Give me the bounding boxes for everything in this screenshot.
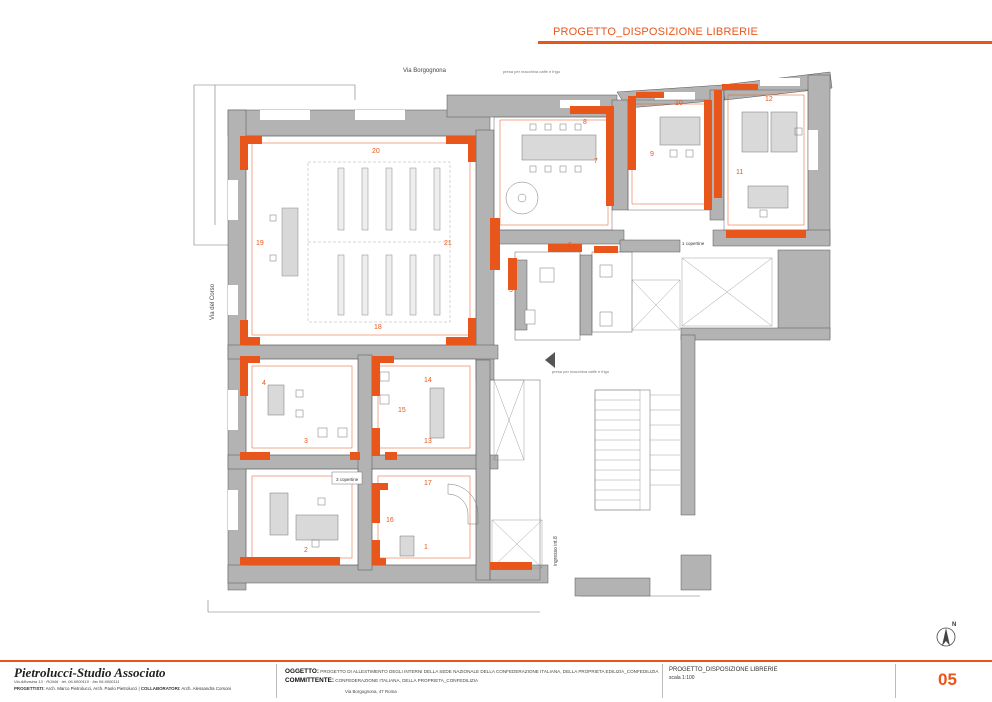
- collaboratori-names: Arch. Alessandra Corsoni: [181, 686, 231, 691]
- shelf-number-13: 13: [424, 438, 432, 445]
- conference-seating: [281, 167, 441, 316]
- entrance-label: ingresso int.8: [553, 536, 559, 566]
- committente-line: COMMITTENTE: CONFEDERAZIONE ITALIANA, DE…: [285, 677, 478, 684]
- street-label-top: Via Borgognona: [403, 68, 447, 74]
- shelf-number-10: 10: [675, 100, 683, 107]
- north-arrow-icon: N: [936, 622, 956, 647]
- tables: [267, 111, 798, 557]
- cabinet-label-mid: 3 copertine: [336, 477, 359, 482]
- void-crosses: [491, 257, 773, 569]
- shelf-number-19: 19: [256, 240, 264, 247]
- title-block-rule: [0, 660, 992, 662]
- shelf-number-20: 20: [372, 148, 380, 155]
- sheet-title-rule: [538, 41, 992, 44]
- shelf-number-15: 15: [398, 407, 406, 414]
- progettisti-names: Arch. Marco Pietrolucci, Arch. Paolo Pie…: [45, 686, 138, 691]
- floor-plan: N Via Borgognona Via del Corso presa per…: [193, 68, 956, 647]
- shelf-number-5: 5: [509, 287, 513, 294]
- shelf-number-2: 2: [304, 547, 308, 554]
- north-label: N: [952, 622, 956, 628]
- chairs: [269, 123, 803, 548]
- bookshelves: [240, 84, 806, 570]
- plan-text: Via Borgognona Via del Corso presa per m…: [210, 68, 705, 566]
- shelf-number-17: 17: [424, 480, 432, 487]
- drawing-title: PROGETTO_DISPOSIZIONE LIBRERIE: [669, 667, 778, 673]
- shelf-number-9: 9: [650, 151, 654, 158]
- entrance-arrow: [545, 352, 555, 368]
- studio-name: Pietrolucci-Studio Associato: [14, 665, 166, 680]
- spiral-stair: [447, 181, 539, 525]
- oggetto-text: PROGETTO DI ALLESTIMENTO DEGLI INTERNI D…: [320, 669, 659, 674]
- openings: [228, 78, 818, 530]
- shelf-number-12: 12: [765, 96, 773, 103]
- note-coffee-top: presa per macchina caffe e frigo: [503, 69, 561, 74]
- sheet-title: PROGETTO_DISPOSIZIONE LIBRERIE: [553, 26, 759, 38]
- progettisti-label: PROGETTISTI:: [14, 686, 45, 691]
- divider: [662, 664, 663, 698]
- shelf-number-1: 1: [424, 544, 428, 551]
- note-coffee-mid: presa per macchina caffe e frigo: [552, 369, 610, 374]
- shelf-number-14: 14: [424, 377, 432, 384]
- conference-dashed-area: [307, 161, 451, 323]
- shelf-number-18: 18: [374, 324, 382, 331]
- shelf-number-8: 8: [583, 119, 587, 126]
- committente-text: CONFEDERAZIONE ITALIANA, DELLA PROPRIETA…: [335, 678, 479, 683]
- divider: [895, 664, 896, 698]
- title-block: Pietrolucci-Studio Associato Via Alfonsi…: [0, 660, 992, 702]
- shelf-number-6: 6: [568, 242, 572, 249]
- oggetto-label: OGGETTO:: [285, 668, 319, 675]
- shelf-number-16: 16: [386, 517, 394, 524]
- collaboratori-label: COLLABORATORI:: [140, 686, 181, 691]
- page-number: 05: [938, 670, 957, 689]
- credits-line: PROGETTISTI: Arch. Marco Pietrolucci, Ar…: [14, 686, 231, 691]
- main-stair: [594, 389, 680, 511]
- studio-address: Via Alfonsina 13 · ROMA · tel. 06.600011…: [14, 679, 120, 684]
- context-lines: [193, 84, 700, 613]
- bathroom-fixtures: [524, 264, 613, 327]
- shelf-number-21: 21: [444, 240, 452, 247]
- site-address: Via Borgognona, 47 Roma: [345, 689, 397, 694]
- cabinet-label-top: 1 copertine: [682, 241, 705, 246]
- oggetto-line: OGGETTO: PROGETTO DI ALLESTIMENTO DEGLI …: [285, 668, 658, 675]
- shelf-number-7: 7: [594, 158, 598, 165]
- shelf-number-3: 3: [304, 438, 308, 445]
- committente-label: COMMITTENTE:: [285, 677, 334, 684]
- shelf-number-4: 4: [262, 380, 266, 387]
- shelf-numbers: 1 2 3 4 5 6 7 8 9 10 11 12 13 14 15 16 1…: [256, 96, 773, 554]
- divider: [276, 664, 277, 698]
- shelf-number-11: 11: [736, 169, 743, 176]
- drawing-scale: scala 1:100: [669, 675, 695, 681]
- street-label-left: Via del Corso: [210, 283, 216, 320]
